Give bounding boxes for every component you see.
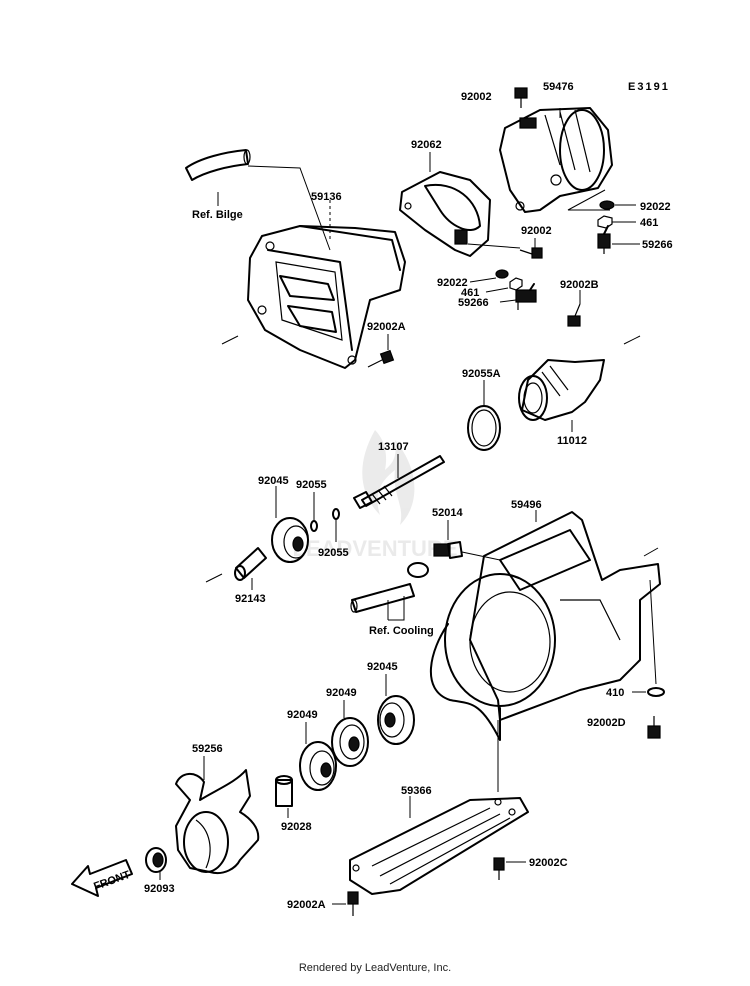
nut-461-mid <box>509 277 523 291</box>
label-59136: 59136 <box>311 191 342 203</box>
label-92045-bot: 92045 <box>367 661 398 673</box>
oring-92055-top <box>310 520 318 532</box>
label-92028: 92028 <box>281 821 312 833</box>
bearing-92045-top <box>271 517 309 563</box>
label-52014: 52014 <box>432 507 463 519</box>
label-59476: 59476 <box>543 81 574 93</box>
label-92055-bot: 92055 <box>318 547 349 559</box>
label-59496: 59496 <box>511 499 542 511</box>
label-59266-right: 59266 <box>642 239 673 251</box>
front-arrow: FRONT <box>71 859 133 897</box>
label-461-right: 461 <box>640 217 658 229</box>
label-ref-cooling: Ref. Cooling <box>369 625 434 637</box>
bolt-92002-mid <box>519 247 543 259</box>
label-92143: 92143 <box>235 593 266 605</box>
bilge-hose <box>185 149 251 181</box>
label-59256: 59256 <box>192 743 223 755</box>
label-92022-mid: 92022 <box>437 277 468 289</box>
label-92022-right: 92022 <box>640 201 671 213</box>
label-92002d: 92002D <box>587 717 626 729</box>
bearing-92045-bot <box>377 695 415 745</box>
label-92002b: 92002B <box>560 279 599 291</box>
sleeve-92028 <box>275 775 293 807</box>
label-92002-top: 92002 <box>461 91 492 103</box>
seal-92049-a <box>331 717 369 767</box>
label-92002a-bot: 92002A <box>287 899 326 911</box>
drive-shaft-13107 <box>353 455 445 509</box>
front-label: FRONT <box>92 869 132 893</box>
bolt-92002b <box>567 303 581 327</box>
pump-case-59136 <box>247 225 406 369</box>
nut-461-right <box>597 215 613 229</box>
elbow-59266-mid <box>515 283 537 310</box>
label-410: 410 <box>606 687 624 699</box>
label-92049-b: 92049 <box>287 709 318 721</box>
label-59266-mid: 59266 <box>458 297 489 309</box>
label-92045-top: 92045 <box>258 475 289 487</box>
footer-credit: Rendered by LeadVenture, Inc. <box>298 962 452 974</box>
label-ref-bilge: Ref. Bilge <box>192 209 243 221</box>
impeller-59256 <box>175 769 260 874</box>
label-59366: 59366 <box>401 785 432 797</box>
diagram-code: E3191 <box>628 81 670 93</box>
label-13107: 13107 <box>378 441 409 453</box>
pump-body-59496 <box>429 511 661 741</box>
label-92002-mid: 92002 <box>521 225 552 237</box>
elbow-59266-right <box>597 225 611 254</box>
washer-410 <box>647 687 665 697</box>
bolt-92002c <box>493 857 505 880</box>
watermark-text: LEADVENTURE <box>292 536 457 561</box>
reverse-bucket-59476 <box>499 107 613 213</box>
bolt-92002a-left <box>367 349 395 368</box>
label-92055a: 92055A <box>462 368 501 380</box>
watermark-logo: LEADVENTURE <box>292 430 458 561</box>
bolt-92002d <box>647 716 661 739</box>
ride-plate-59366 <box>349 797 529 895</box>
label-92049-a: 92049 <box>326 687 357 699</box>
cooling-hose <box>350 562 429 613</box>
sleeve-92143 <box>234 547 267 581</box>
fitting-52014 <box>433 541 463 559</box>
oring-92055-bot <box>332 508 340 520</box>
label-92002c: 92002C <box>529 857 568 869</box>
cap-92093 <box>145 847 167 873</box>
washer-92022-right <box>599 200 615 210</box>
nozzle-11012 <box>518 359 605 421</box>
bolt-92002a-bot <box>347 891 359 916</box>
label-92002a-left: 92002A <box>367 321 406 333</box>
label-92062: 92062 <box>411 139 442 151</box>
label-92055-top: 92055 <box>296 479 327 491</box>
label-11012: 11012 <box>557 435 587 447</box>
washer-92022-mid <box>495 269 509 279</box>
label-92093: 92093 <box>144 883 175 895</box>
bolt-92002-top <box>514 87 528 108</box>
seal-92049-b <box>299 741 337 791</box>
label-461-mid: 461 <box>461 287 479 299</box>
oring-92055a <box>467 405 501 451</box>
clamp-92062 <box>399 171 491 257</box>
